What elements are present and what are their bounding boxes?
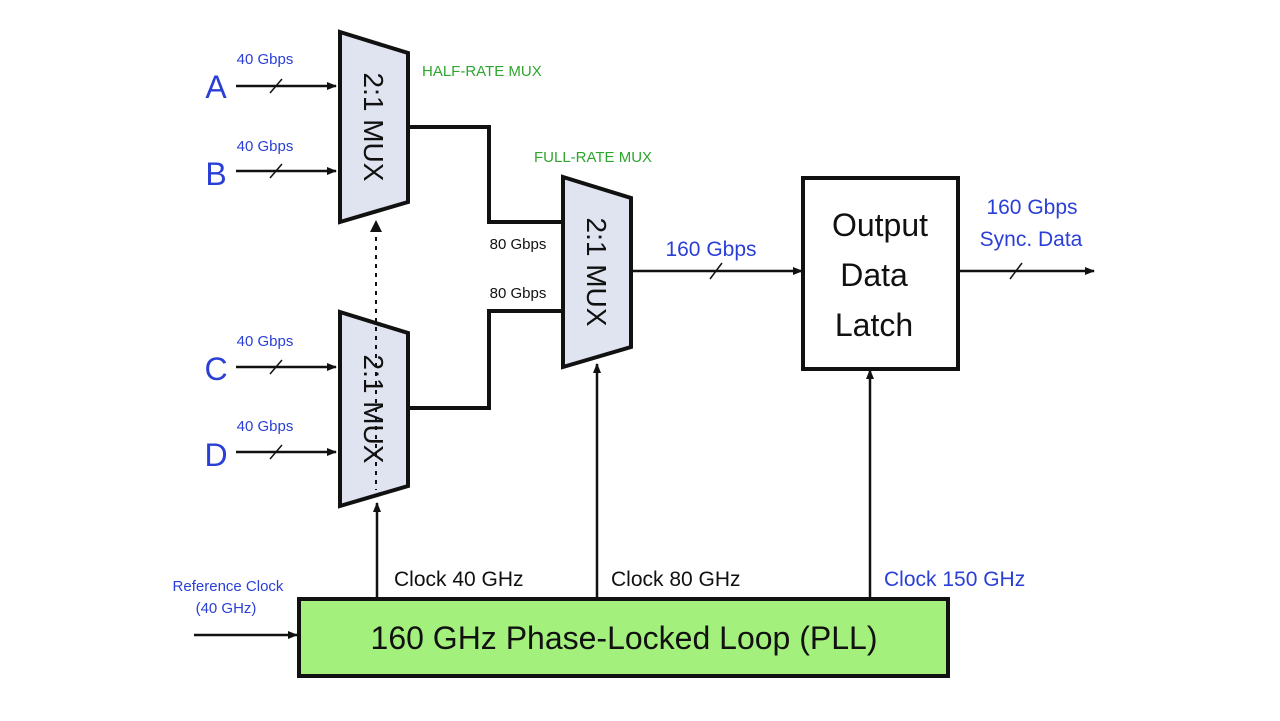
half-rate-mux-top-label: 2:1 MUX (358, 73, 389, 182)
clock-80-label: Clock 80 GHz (611, 568, 741, 591)
half-rate-mux-bottom-label: 2:1 MUX (358, 355, 389, 464)
latch-label-line2: Data (840, 257, 908, 293)
reference-clock-label: Reference Clock (173, 578, 284, 595)
clock-40-label: Clock 40 GHz (394, 568, 524, 591)
input-b-line (236, 163, 337, 179)
sync-data-label: Sync. Data (980, 228, 1083, 251)
full-rate-mux (561, 174, 633, 370)
latch-label-line3: Latch (835, 307, 913, 343)
input-d-rate: 40 Gbps (237, 418, 294, 435)
bottom-mux-output-wire (408, 309, 563, 410)
input-a-rate: 40 Gbps (237, 51, 294, 68)
half-rate-mux-title: HALF-RATE MUX (422, 63, 542, 80)
latch-label-line1: Output (832, 207, 928, 243)
input-b-label: B (205, 156, 226, 192)
pll-block (297, 597, 950, 678)
top-mux-output-wire (408, 125, 563, 224)
full-rate-mux-title: FULL-RATE MUX (534, 149, 652, 166)
input-c-line (236, 359, 337, 375)
mux-to-latch-line (631, 262, 803, 280)
half-rate-mux-bottom (338, 309, 410, 509)
input-c-label: C (204, 351, 227, 387)
reference-clock-freq: (40 GHz) (196, 600, 257, 617)
pll-label: 160 GHz Phase-Locked Loop (PLL) (371, 620, 878, 656)
input-a-label: A (205, 69, 227, 105)
input-d-line (236, 444, 337, 460)
mux-select-arrowhead (370, 220, 382, 232)
input-d-label: D (204, 437, 227, 473)
input-a-line (236, 78, 337, 94)
mux-output-rate: 160 Gbps (665, 238, 756, 261)
clock-150-label: Clock 150 GHz (884, 568, 1025, 591)
mid-rate-label-1: 80 Gbps (490, 236, 547, 253)
sync-output-line (958, 262, 1095, 280)
mid-rate-label-2: 80 Gbps (490, 285, 547, 302)
sync-rate-label: 160 Gbps (986, 196, 1077, 219)
half-rate-mux-top (338, 29, 410, 225)
input-b-rate: 40 Gbps (237, 138, 294, 155)
input-c-rate: 40 Gbps (237, 333, 294, 350)
full-rate-mux-label: 2:1 MUX (581, 218, 612, 327)
output-data-latch (801, 176, 960, 371)
